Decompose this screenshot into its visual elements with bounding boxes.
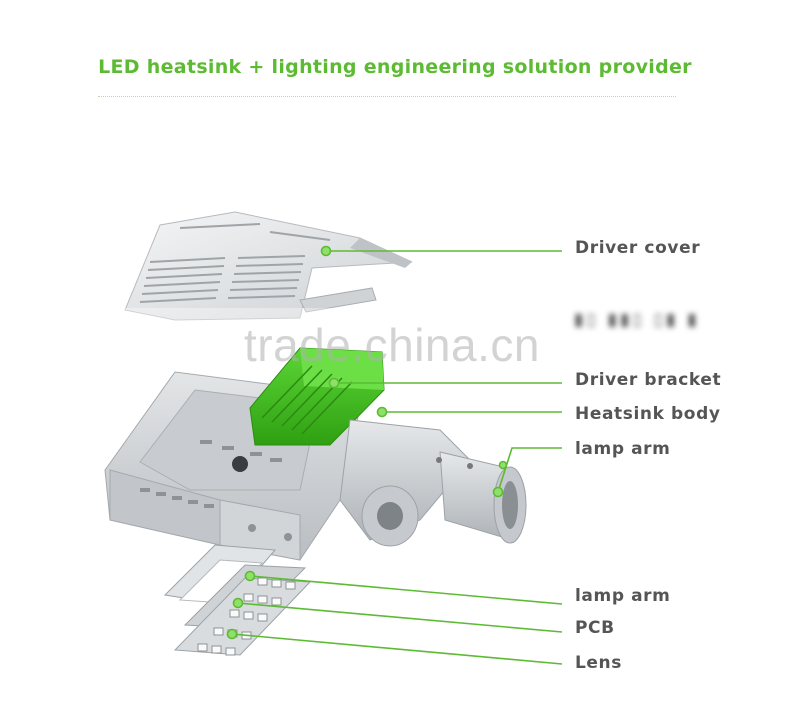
label-driver-cover: Driver cover [575, 238, 701, 258]
label-lamp-arm-bottom: lamp arm [575, 586, 671, 606]
leader-dot-heatsink-body [376, 406, 388, 418]
leader-lens [231, 633, 563, 665]
label-pcb: PCB [575, 618, 615, 638]
label-lens: Lens [575, 653, 622, 673]
lamp-arm-part [339, 419, 527, 547]
leader-lamp-arm-bottom [249, 575, 563, 605]
leader-dot-lamp-arm-top [492, 486, 504, 498]
leader-dot-lens [226, 628, 238, 640]
title-divider [98, 96, 676, 97]
leader-pcb [237, 602, 563, 633]
lens-pcb-stack [163, 544, 312, 656]
leader-dot-lamp-arm-bottom [244, 570, 256, 582]
leader-dot-driver-bracket [328, 377, 340, 389]
obscured-label: ▮▯ ▮▮▯ ▯▮ ▮ [574, 310, 700, 330]
label-lamp-arm-top: lamp arm [575, 439, 671, 459]
label-heatsink-body: Heatsink body [575, 404, 721, 424]
leader-dot-lamp-arm-top-2 [498, 460, 508, 470]
leader-lamp-arm-top [497, 447, 562, 493]
page-title: LED heatsink + lighting engineering solu… [98, 56, 692, 78]
watermark-text: trade.china.cn [244, 319, 540, 371]
leader-dot-pcb [232, 597, 244, 609]
driver-cover-part [124, 211, 413, 321]
leader-dot-driver-cover [320, 245, 332, 257]
label-driver-bracket: Driver bracket [575, 370, 722, 390]
watermark-band [104, 308, 794, 346]
driver-bracket-part [299, 287, 377, 313]
